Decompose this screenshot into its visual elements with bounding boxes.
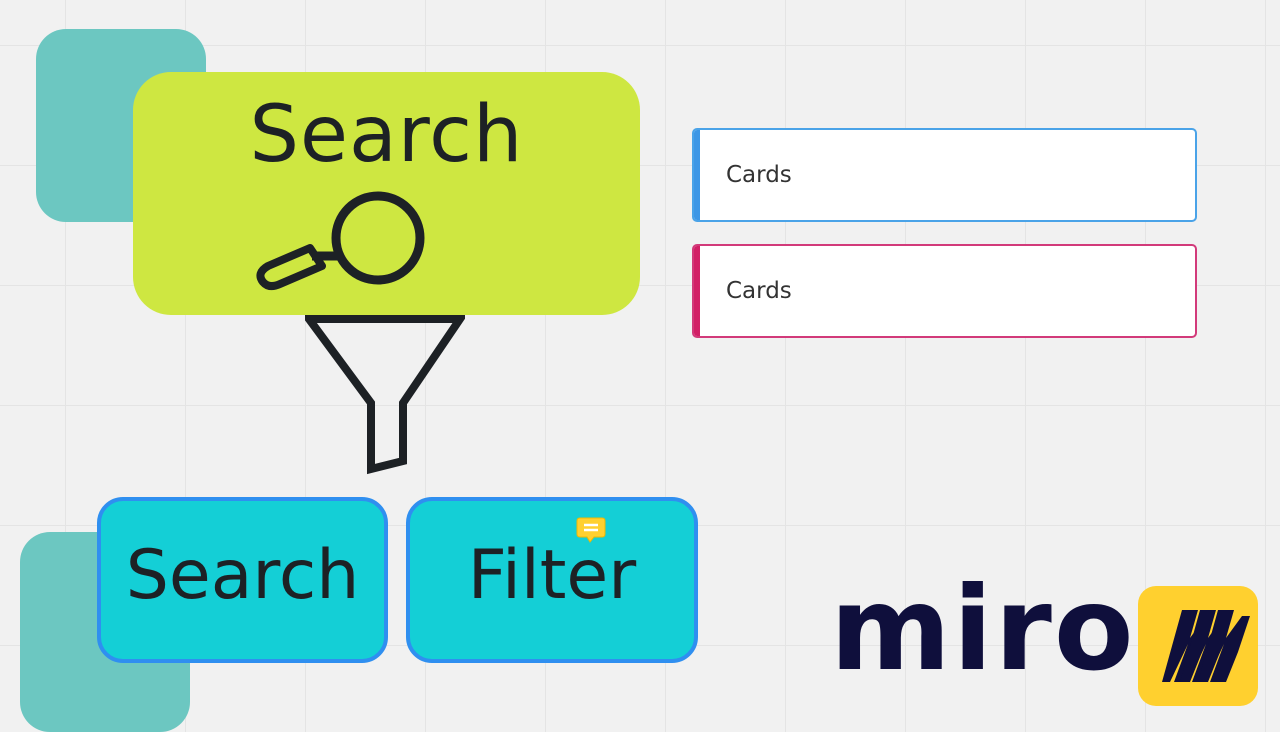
search-shape[interactable]: Search <box>97 497 388 663</box>
magnifier-icon <box>256 191 425 291</box>
search-sticky-note[interactable]: Search <box>133 72 640 315</box>
card-title: Cards <box>726 278 792 304</box>
card-accent <box>694 130 700 220</box>
comment-icon[interactable] <box>576 516 606 544</box>
funnel-icon <box>305 315 465 475</box>
card-pink[interactable]: Cards <box>692 244 1197 338</box>
miro-wordmark: miro <box>830 562 1136 697</box>
miro-logo-icon <box>1138 586 1258 706</box>
filter-shape[interactable]: Filter <box>406 497 698 663</box>
card-blue[interactable]: Cards <box>692 128 1197 222</box>
search-sticky-title: Search <box>249 90 524 180</box>
card-accent <box>694 246 700 336</box>
card-title: Cards <box>726 162 792 188</box>
